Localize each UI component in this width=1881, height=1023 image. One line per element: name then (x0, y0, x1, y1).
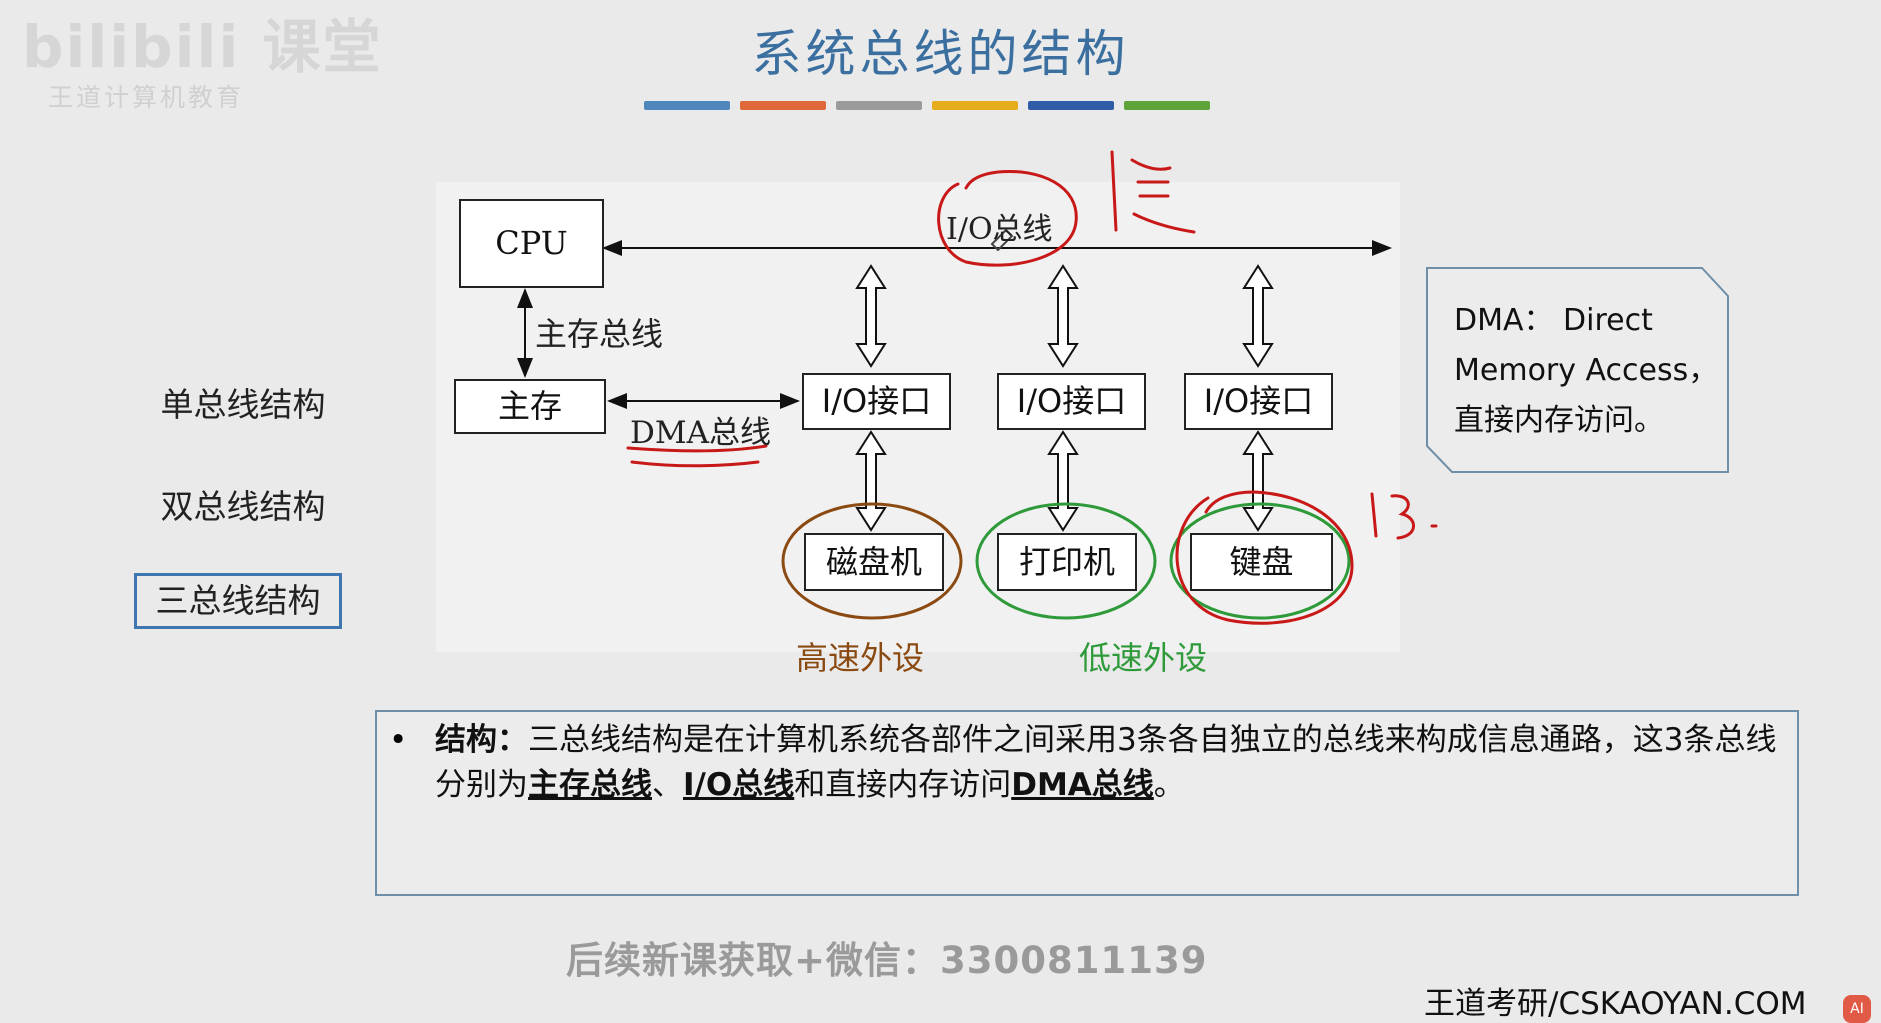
cpu-box: CPU (459, 199, 604, 288)
color-bar-1 (644, 101, 730, 110)
pen-cursor (990, 228, 1014, 252)
printer-device-box: 打印机 (997, 533, 1137, 591)
color-bar-4 (932, 101, 1018, 110)
description-bus-io: I/O总线 (683, 767, 795, 803)
nav-single-bus[interactable]: 单总线结构 (160, 385, 326, 424)
dma-note-line3: 直接内存访问。 (1454, 403, 1664, 438)
description-text: 结构：三总线结构是在计算机系统各部件之间采用3条各自独立的总线来构成信息通路，这… (435, 718, 1785, 808)
nav-dual-bus[interactable]: 双总线结构 (160, 487, 326, 526)
port3-to-keyboard-arrow (1242, 430, 1274, 532)
dma-bus-label: DMA总线 (630, 415, 771, 451)
io-bus-to-port2-arrow (1047, 264, 1079, 368)
printer-low-speed-ellipse (975, 502, 1157, 620)
dma-bus-underline-1 (626, 444, 768, 453)
nav-triple-bus-selected[interactable]: 三总线结构 (134, 573, 342, 629)
disk-device-box: 磁盘机 (804, 533, 944, 591)
description-bullet: • (389, 722, 408, 758)
annotation-note-stroke (1370, 492, 1438, 540)
io-port-3: I/O接口 (1184, 373, 1333, 430)
io-port-2: I/O接口 (997, 373, 1146, 430)
bilibili-watermark-logo: bilibili 课堂 (22, 13, 383, 81)
description-box: • 结构：三总线结构是在计算机系统各部件之间采用3条各自独立的总线来构成信息通路… (375, 710, 1799, 896)
ai-badge-icon[interactable]: AI (1843, 995, 1871, 1023)
watermark-subtitle: 王道计算机教育 (48, 83, 245, 112)
color-bar-2 (740, 101, 826, 110)
io-port-1: I/O接口 (802, 373, 951, 430)
color-bar-5 (1028, 101, 1114, 110)
annotation-slow-stroke-1 (1110, 150, 1118, 232)
io-bus-label: I/O总线 (946, 212, 1053, 247)
dma-note-shape (1426, 267, 1729, 473)
description-end: 。 (1153, 767, 1185, 803)
port2-to-printer-arrow (1047, 430, 1079, 532)
io-bus-to-port1-arrow (855, 264, 887, 368)
low-speed-peripherals-label: 低速外设 (1079, 639, 1208, 677)
dma-note-line1: DMA： Direct (1454, 303, 1653, 338)
high-speed-peripherals-label: 高速外设 (796, 639, 925, 677)
port1-to-disk-arrow (855, 430, 887, 532)
io-bus-to-port3-arrow (1242, 264, 1274, 368)
keyboard-device-box: 键盘 (1190, 533, 1333, 591)
wechat-promo-text: 后续新课获取+微信：3300811139 (566, 939, 1208, 982)
description-bus-dma: DMA总线 (1011, 767, 1154, 803)
annotation-slow-stroke-2 (1130, 158, 1196, 234)
description-text-part2: 和直接内存访问 (794, 767, 1012, 803)
description-text-part1: 三总线结构是在计算机系统各部件之间采用3条各自独立的总线来构成信息通路，这3条总… (435, 722, 1777, 803)
color-bar-3 (836, 101, 922, 110)
dma-note-line2: Memory Access， (1454, 353, 1719, 388)
io-bus-handwritten-circle (937, 169, 1078, 267)
description-lead: 结构： (435, 722, 528, 758)
keyboard-low-speed-ellipse (1169, 502, 1351, 620)
dma-bus-underline-2 (630, 460, 760, 468)
memory-bus-label: 主存总线 (535, 315, 664, 353)
disk-high-speed-ellipse (781, 502, 963, 620)
slide-title: 系统总线的结构 (751, 25, 1130, 83)
description-bus-memory: 主存总线 (528, 767, 652, 803)
color-bar-6 (1124, 101, 1210, 110)
site-footer: 王道考研/CSKAOYAN.COM (1424, 986, 1807, 1022)
description-separator: 、 (652, 767, 683, 803)
memory-box: 主存 (454, 379, 606, 434)
keyboard-handwritten-circle (1175, 490, 1354, 625)
